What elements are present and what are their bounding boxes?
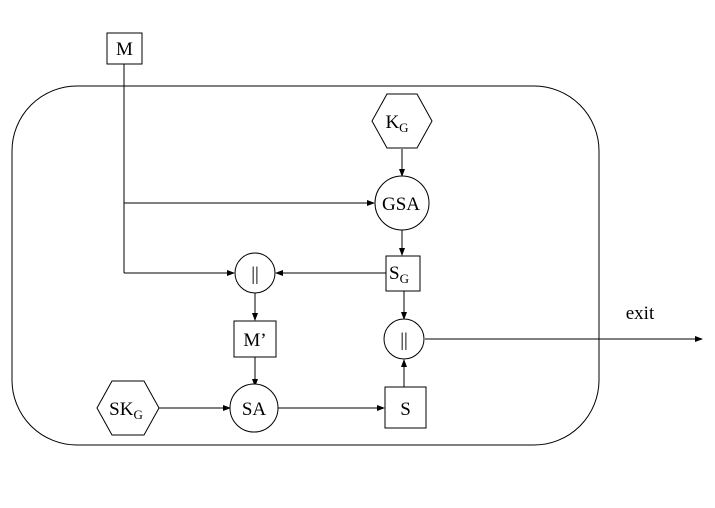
- node-sg[interactable]: SG: [385, 255, 421, 292]
- node-concat-1[interactable]: ||: [234, 252, 276, 294]
- node-skg[interactable]: SKG: [96, 380, 160, 436]
- node-concat-2-label: ||: [400, 330, 408, 351]
- node-m-prime-label: M’: [243, 330, 266, 351]
- node-concat-2[interactable]: ||: [383, 318, 425, 360]
- exit-label: exit: [626, 303, 655, 324]
- node-kg-label: KG: [385, 112, 408, 135]
- edges: [123, 64, 703, 411]
- node-gsa[interactable]: GSA: [374, 175, 430, 231]
- node-kg[interactable]: KG: [371, 93, 433, 149]
- node-sa-label: SA: [242, 399, 267, 420]
- node-sg-label: SG: [389, 263, 409, 286]
- node-skg-label: SKG: [109, 399, 143, 422]
- node-gsa-label: GSA: [382, 194, 420, 215]
- node-m[interactable]: M: [106, 32, 143, 65]
- system-boundary: [11, 85, 600, 446]
- node-concat-1-label: ||: [251, 264, 259, 285]
- node-m-prime[interactable]: M’: [233, 320, 277, 358]
- node-m-label: M: [116, 39, 133, 60]
- node-s-label: S: [400, 399, 411, 420]
- node-s[interactable]: S: [384, 386, 427, 429]
- node-sa[interactable]: SA: [229, 383, 279, 433]
